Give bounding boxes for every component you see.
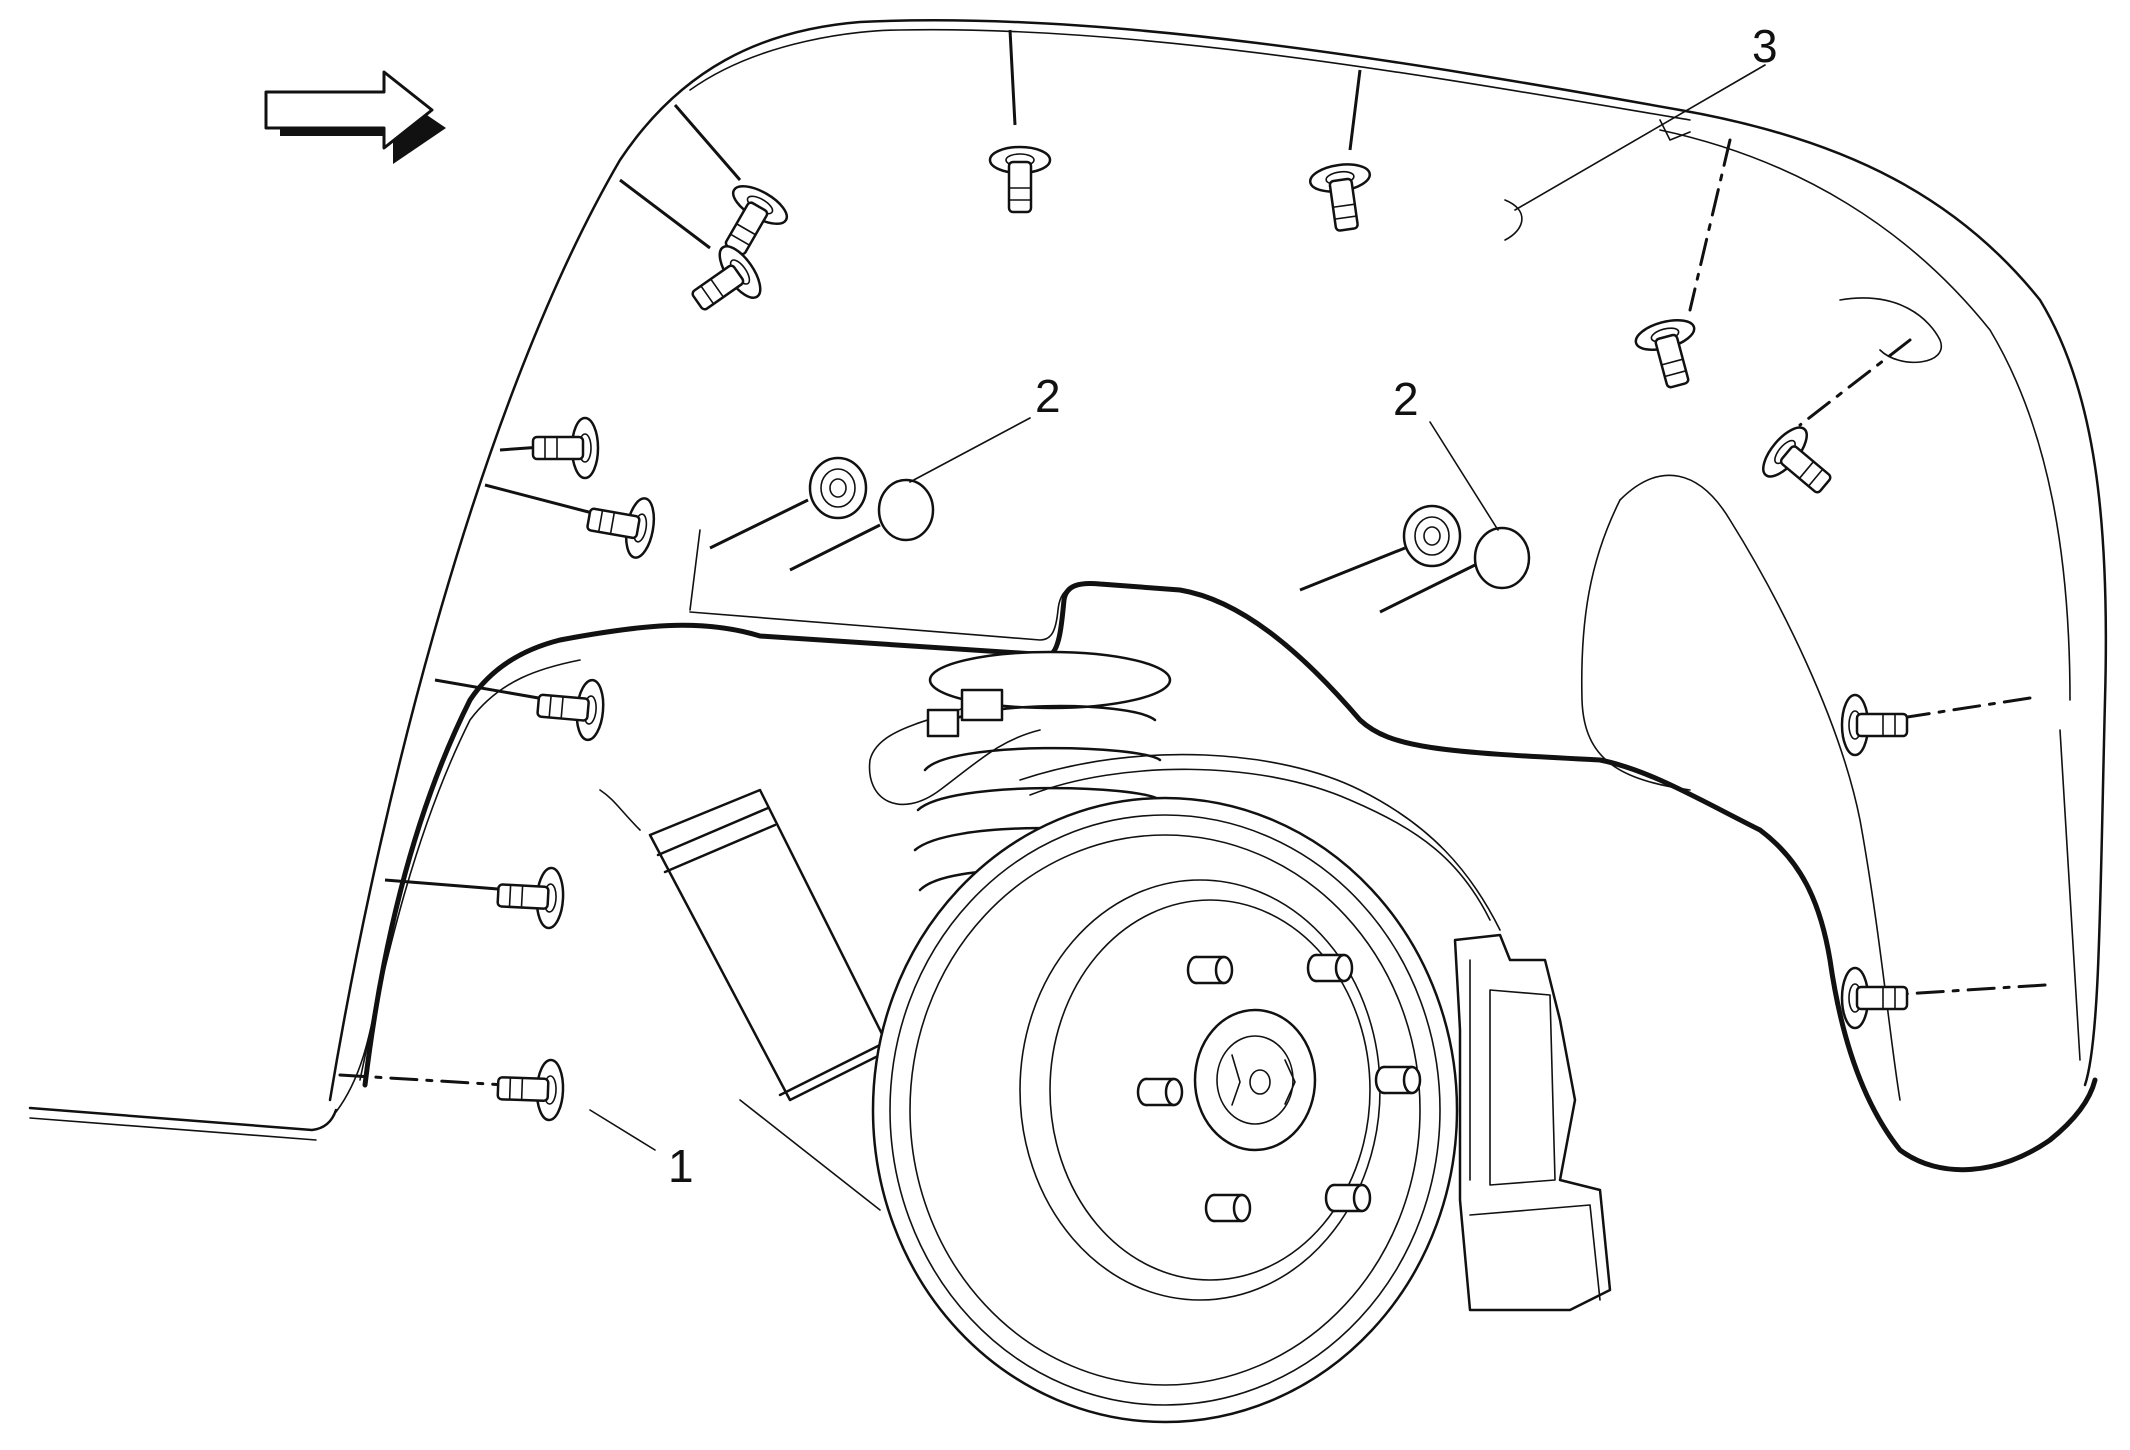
wheel-stud — [1324, 1183, 1372, 1213]
callout-3: 3 — [1752, 20, 1778, 72]
push-pin-retainer — [1754, 419, 1846, 510]
fender-liner — [328, 18, 2108, 1173]
push-pin-retainer — [495, 864, 566, 930]
plug-grommet — [1402, 504, 1462, 568]
push-pin-retainer-callout-1 — [495, 1056, 566, 1122]
callout-2-left: 2 — [1035, 370, 1061, 422]
brake-assembly — [871, 753, 1612, 1424]
push-pin-retainer — [1307, 159, 1379, 235]
direction-arrow-icon — [264, 70, 446, 164]
wheel-stud — [1306, 953, 1354, 983]
push-pin-retainer — [678, 238, 770, 328]
wheel-stud — [1136, 1077, 1184, 1107]
push-pin-retainer — [1631, 313, 1709, 395]
access-plug — [1473, 526, 1531, 590]
plug-grommet — [808, 456, 868, 520]
push-pin-retainer — [988, 145, 1052, 214]
body-panel — [28, 979, 381, 1141]
wheel-stud — [1186, 955, 1234, 985]
push-pin-retainer — [1840, 693, 1909, 757]
wheel-stud — [1204, 1193, 1252, 1223]
push-pin-retainer — [534, 674, 607, 743]
callout-leaders — [589, 64, 1766, 1151]
shock-absorber — [599, 788, 892, 1211]
callout-1: 1 — [668, 1140, 694, 1192]
access-plug — [877, 478, 935, 542]
callout-2-right: 2 — [1393, 373, 1419, 425]
push-pin-retainer — [1840, 966, 1909, 1030]
push-pin-retainer — [531, 416, 600, 480]
wheel-stud — [1374, 1065, 1422, 1095]
coil-spring — [868, 650, 1172, 892]
push-pin-retainer — [582, 488, 660, 562]
